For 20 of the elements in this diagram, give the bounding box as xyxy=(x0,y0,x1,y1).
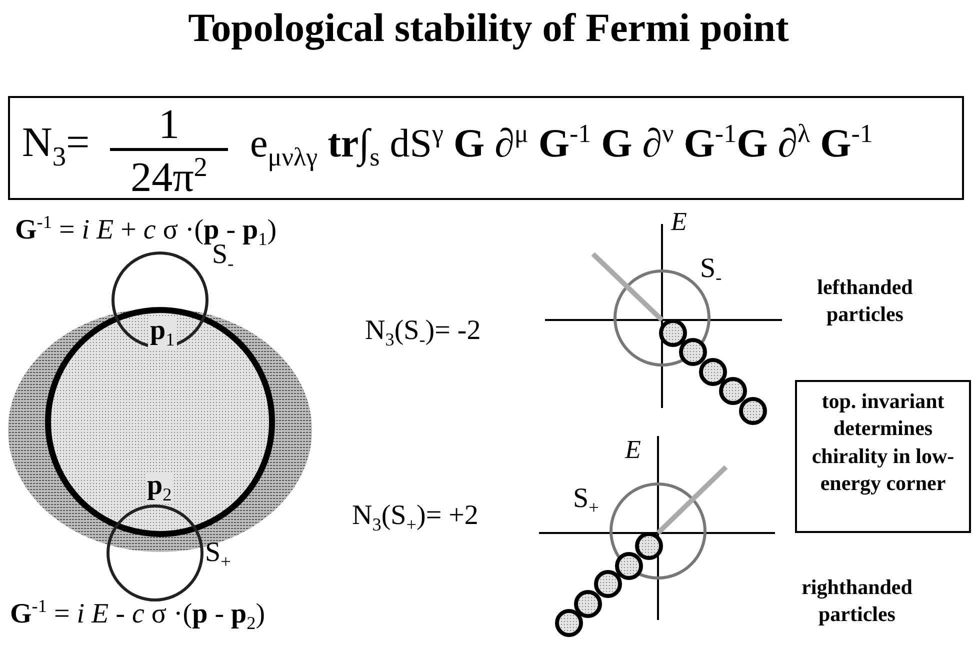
surface-label: S$_{+}$ xyxy=(205,538,231,572)
invariant-value: N$_{3}$(S$_{-}$)= -2 xyxy=(365,316,481,350)
formula-text: e$_{μνλγ}$ tr∫$_{s}$ dS$^{γ}$ G ∂$^{μ}$ G$^{-1}$ G ∂$^{ν}$ G$^{-1}$G ∂$^{λ}$ G$^{-1}$ xyxy=(250,120,873,172)
chirality-label: righthanded particles xyxy=(800,574,914,628)
fraction-numerator: 1 xyxy=(110,102,228,152)
equation: G$^{-1}$ = i E - c σ ·(p - p$_{2}$) xyxy=(10,596,266,633)
surface-label: S$_{+}$ xyxy=(573,484,599,518)
note-box xyxy=(795,380,971,533)
point-label: p$_{2}$ xyxy=(145,472,174,504)
chirality-label: lefthanded particles xyxy=(816,274,914,328)
axis-label: E xyxy=(671,208,687,237)
formula-text: N$_{3}$= xyxy=(22,120,90,172)
point-label: p$_{1}$ xyxy=(148,317,177,349)
axis-label: E xyxy=(625,436,641,465)
fraction-denominator: 24π$^{2}$ xyxy=(130,152,208,202)
note-text: top. invariant determines chirality in low-energy corner xyxy=(810,388,956,497)
invariant-value: N$_{3}$(S$_{+}$)= +2 xyxy=(352,501,478,535)
formula-box xyxy=(8,96,964,200)
title: Topological stability of Fermi point xyxy=(187,6,790,50)
surface-label: S$_{-}$ xyxy=(700,254,722,288)
